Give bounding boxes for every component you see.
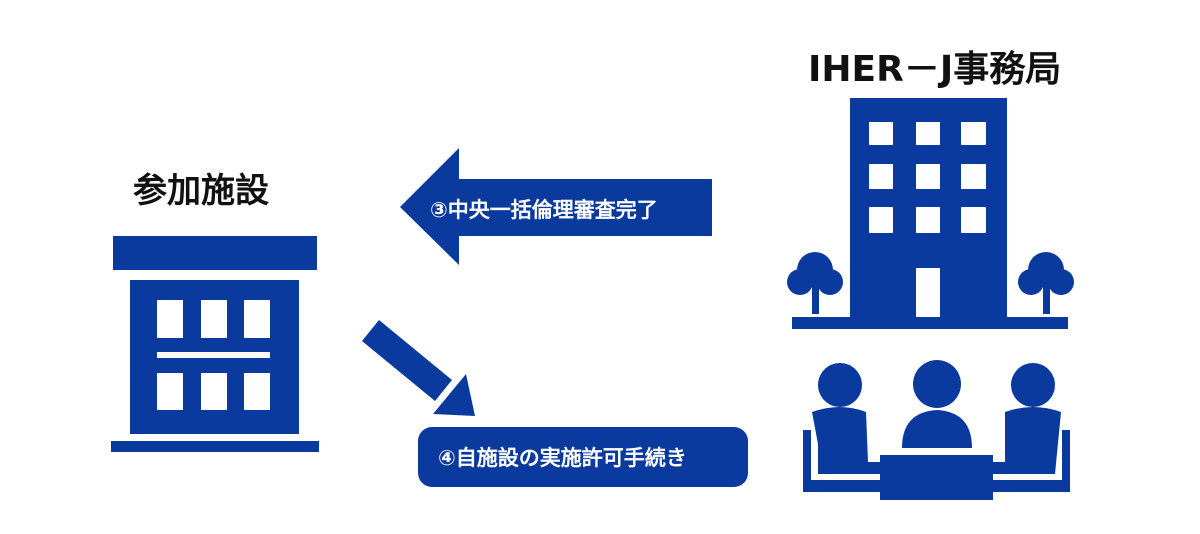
step4-diagonal-arrow bbox=[362, 320, 475, 416]
building-icon bbox=[111, 236, 319, 452]
participant-facility-label: 参加施設 bbox=[133, 171, 269, 211]
meeting-people-icon bbox=[803, 360, 1070, 500]
step3-label: ③中央一括倫理審査完了 bbox=[430, 198, 658, 222]
step4-label: ④自施設の実施許可手続き bbox=[438, 446, 687, 470]
step4-pill bbox=[418, 427, 748, 487]
iher-office-label: IHER－J事務局 bbox=[808, 49, 1062, 90]
office-building-with-trees-icon bbox=[787, 98, 1074, 329]
step3-arrow bbox=[400, 148, 712, 265]
